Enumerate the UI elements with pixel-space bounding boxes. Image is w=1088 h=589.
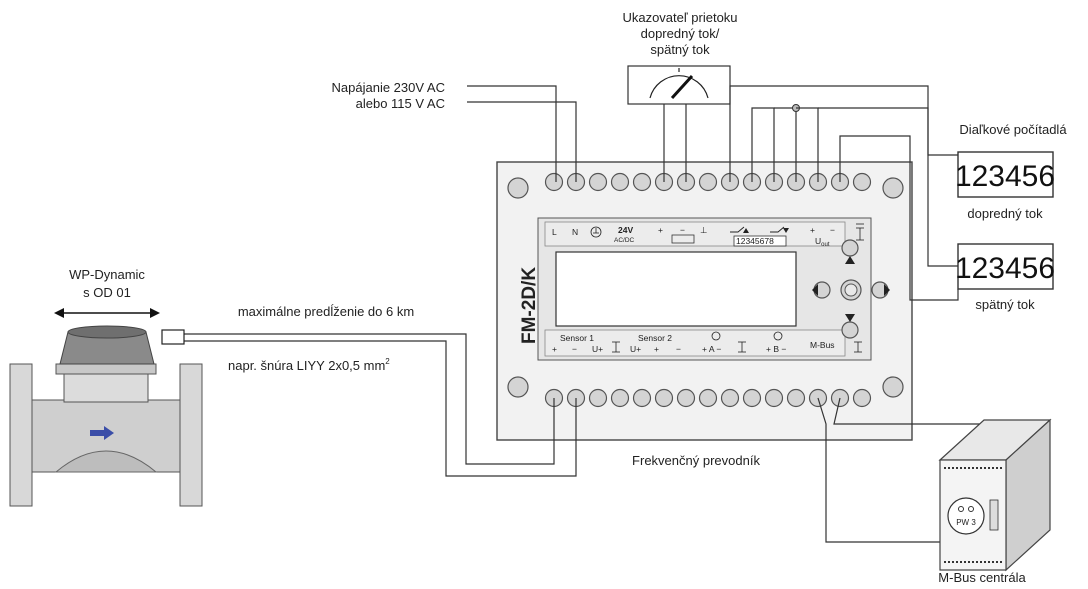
cable-example-label: napr. šnúra LIYY 2x0,5 mm2 <box>228 357 390 373</box>
mbus-central-unit: PW 3 <box>938 418 1052 572</box>
top-terminal-1 <box>544 172 564 192</box>
sensor2-minus-label: − <box>676 344 681 354</box>
flow-indicator-label-3: spätný tok <box>650 42 710 57</box>
nav-right-button[interactable] <box>871 281 890 299</box>
mbus-terminal-label: M-Bus <box>810 340 835 350</box>
bottom-terminal-strip <box>544 329 846 357</box>
bottom-terminal-4 <box>610 388 630 408</box>
relay-number-display: 12345678 <box>736 236 774 246</box>
power-label-2: alebo 115 V AC <box>356 96 445 111</box>
top-terminal-3 <box>588 172 608 192</box>
terminal-label-acdc: AC/DC <box>614 237 635 244</box>
output-a-label: + A − <box>702 344 721 354</box>
sensor2-plus-label: + <box>654 344 659 354</box>
output-b-transistor-icon <box>773 331 783 341</box>
bottom-terminal-12 <box>786 388 806 408</box>
bottom-terminal-5 <box>632 388 652 408</box>
mbus-port-icon <box>947 497 985 535</box>
bottom-terminal-15 <box>852 388 872 408</box>
sensor1-u-label: U+ <box>592 344 603 354</box>
meter-name-label-2: s OD 01 <box>83 285 131 300</box>
lcd-display <box>555 251 797 327</box>
top-terminal-8 <box>698 172 718 192</box>
top-terminal-5 <box>632 172 652 192</box>
sensor-connector <box>161 329 185 345</box>
terminal-label-uout: Uout <box>815 236 830 248</box>
indicator-symbol-icon <box>671 234 695 244</box>
top-terminal-15 <box>852 172 872 192</box>
output-b-label: + B − <box>766 344 786 354</box>
mbus-central-label: M-Bus centrála <box>938 570 1026 585</box>
wiring <box>184 85 1030 543</box>
flow-indicator-gauge <box>627 65 731 105</box>
sensor1-plus-label: + <box>552 344 557 354</box>
reverse-flow-label: spätný tok <box>975 297 1035 312</box>
mbus-port-label: PW 3 <box>956 518 976 527</box>
power-label-1: Napájanie 230V AC <box>332 80 445 95</box>
shield-ground-icons-bottom <box>612 341 862 353</box>
reverse-counter: 123456 <box>955 243 1055 290</box>
top-terminal-4 <box>610 172 630 192</box>
bottom-terminal-row <box>544 388 872 408</box>
ground-terminal-icon <box>590 226 602 238</box>
terminal-label-uout-plus: + <box>810 225 815 235</box>
max-extension-label: maximálne predĺženie do 6 km <box>238 304 414 319</box>
meter-name-label-1: WP-Dynamic <box>69 267 145 282</box>
bottom-terminal-8 <box>698 388 718 408</box>
terminal-label-ground: ⊥ <box>700 225 708 235</box>
terminal-label-minus: − <box>680 225 685 235</box>
flow-indicator-label-1: Ukazovateľ prietoku <box>622 10 737 25</box>
output-a-transistor-icon <box>711 331 721 341</box>
width-arrow <box>54 308 160 318</box>
nav-enter-button[interactable] <box>840 279 862 301</box>
nav-left-button[interactable] <box>812 281 831 299</box>
bottom-terminal-3 <box>588 388 608 408</box>
nav-down-button[interactable] <box>841 314 859 339</box>
sensor1-label: Sensor 1 <box>560 333 594 343</box>
reverse-counter-value: 123456 <box>955 252 1055 285</box>
device-name: FM-2D/K <box>519 267 540 344</box>
nav-up-button[interactable] <box>841 239 859 264</box>
relay-switch-icons <box>730 226 789 233</box>
top-terminal-strip <box>544 221 846 247</box>
sensor2-u-label: U+ <box>630 344 641 354</box>
forward-flow-label: dopredný tok <box>967 206 1043 221</box>
remote-counters-label: Diaľkové počítadlá <box>959 122 1067 137</box>
housing-screws <box>507 177 904 398</box>
bottom-terminal-6 <box>654 388 674 408</box>
flow-indicator-label-2: dopredný tok/ <box>641 26 720 41</box>
sensor1-minus-label: − <box>572 344 577 354</box>
relay-number-box <box>733 235 787 247</box>
bottom-terminal-9 <box>720 388 740 408</box>
terminal-label-l: L <box>552 227 557 237</box>
bottom-terminal-7 <box>676 388 696 408</box>
forward-counter: 123456 <box>955 151 1055 198</box>
bottom-terminal-10 <box>742 388 762 408</box>
sensor2-label: Sensor 2 <box>638 333 672 343</box>
top-terminal-row <box>544 172 872 192</box>
converter-label: Frekvenčný prevodník <box>632 453 760 468</box>
shield-ground-icon-top <box>856 223 864 241</box>
water-meter <box>9 325 203 507</box>
bottom-terminal-11 <box>764 388 784 408</box>
terminal-label-plus: + <box>658 225 663 235</box>
terminal-label-uout-minus: − <box>830 225 835 235</box>
terminal-label-n: N <box>572 227 578 237</box>
forward-counter-value: 123456 <box>955 160 1055 193</box>
terminal-label-24v: 24V <box>618 225 633 235</box>
